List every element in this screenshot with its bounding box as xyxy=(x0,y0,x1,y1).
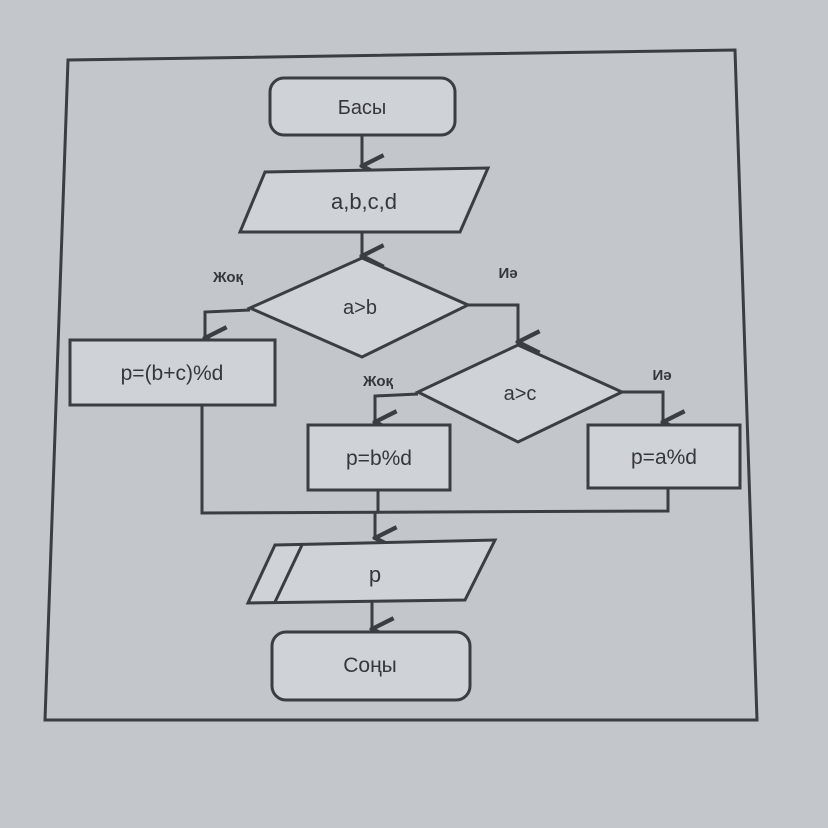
end-terminal xyxy=(270,630,472,702)
process-no2-box xyxy=(306,423,452,492)
output-parallelogram xyxy=(245,538,498,605)
input-parallelogram xyxy=(237,166,491,234)
arrow-cond1-no xyxy=(205,308,251,338)
condition2-label: a>c xyxy=(504,383,537,405)
start-label: Басы xyxy=(338,97,387,119)
output-label: p xyxy=(369,562,381,587)
condition2-no-label: Жоқ xyxy=(362,373,394,390)
outer-frame xyxy=(43,48,759,722)
process-no1-box xyxy=(68,338,277,407)
process-no2-label: p=b%d xyxy=(346,447,412,470)
arrow-cond2-no xyxy=(375,392,419,422)
condition1-yes-label: Иә xyxy=(498,265,517,282)
condition1-diamond xyxy=(246,256,472,359)
condition2-diamond xyxy=(414,343,626,444)
condition1-label: a>b xyxy=(343,297,377,319)
process-yes2-box xyxy=(586,423,742,490)
process-no1-label: p=(b+c)%d xyxy=(121,362,224,385)
merge-line xyxy=(200,405,670,515)
end-label: Соңы xyxy=(343,654,397,677)
output-shape-stripe xyxy=(273,544,304,603)
arrow-cond2-yes xyxy=(622,390,663,422)
arrow-cond1-yes xyxy=(468,303,518,342)
condition1-no-label: Жоқ xyxy=(212,269,244,286)
condition2-yes-label: Иә xyxy=(652,367,671,384)
input-label: a,b,c,d xyxy=(331,189,397,214)
process-yes2-label: p=a%d xyxy=(631,446,697,469)
